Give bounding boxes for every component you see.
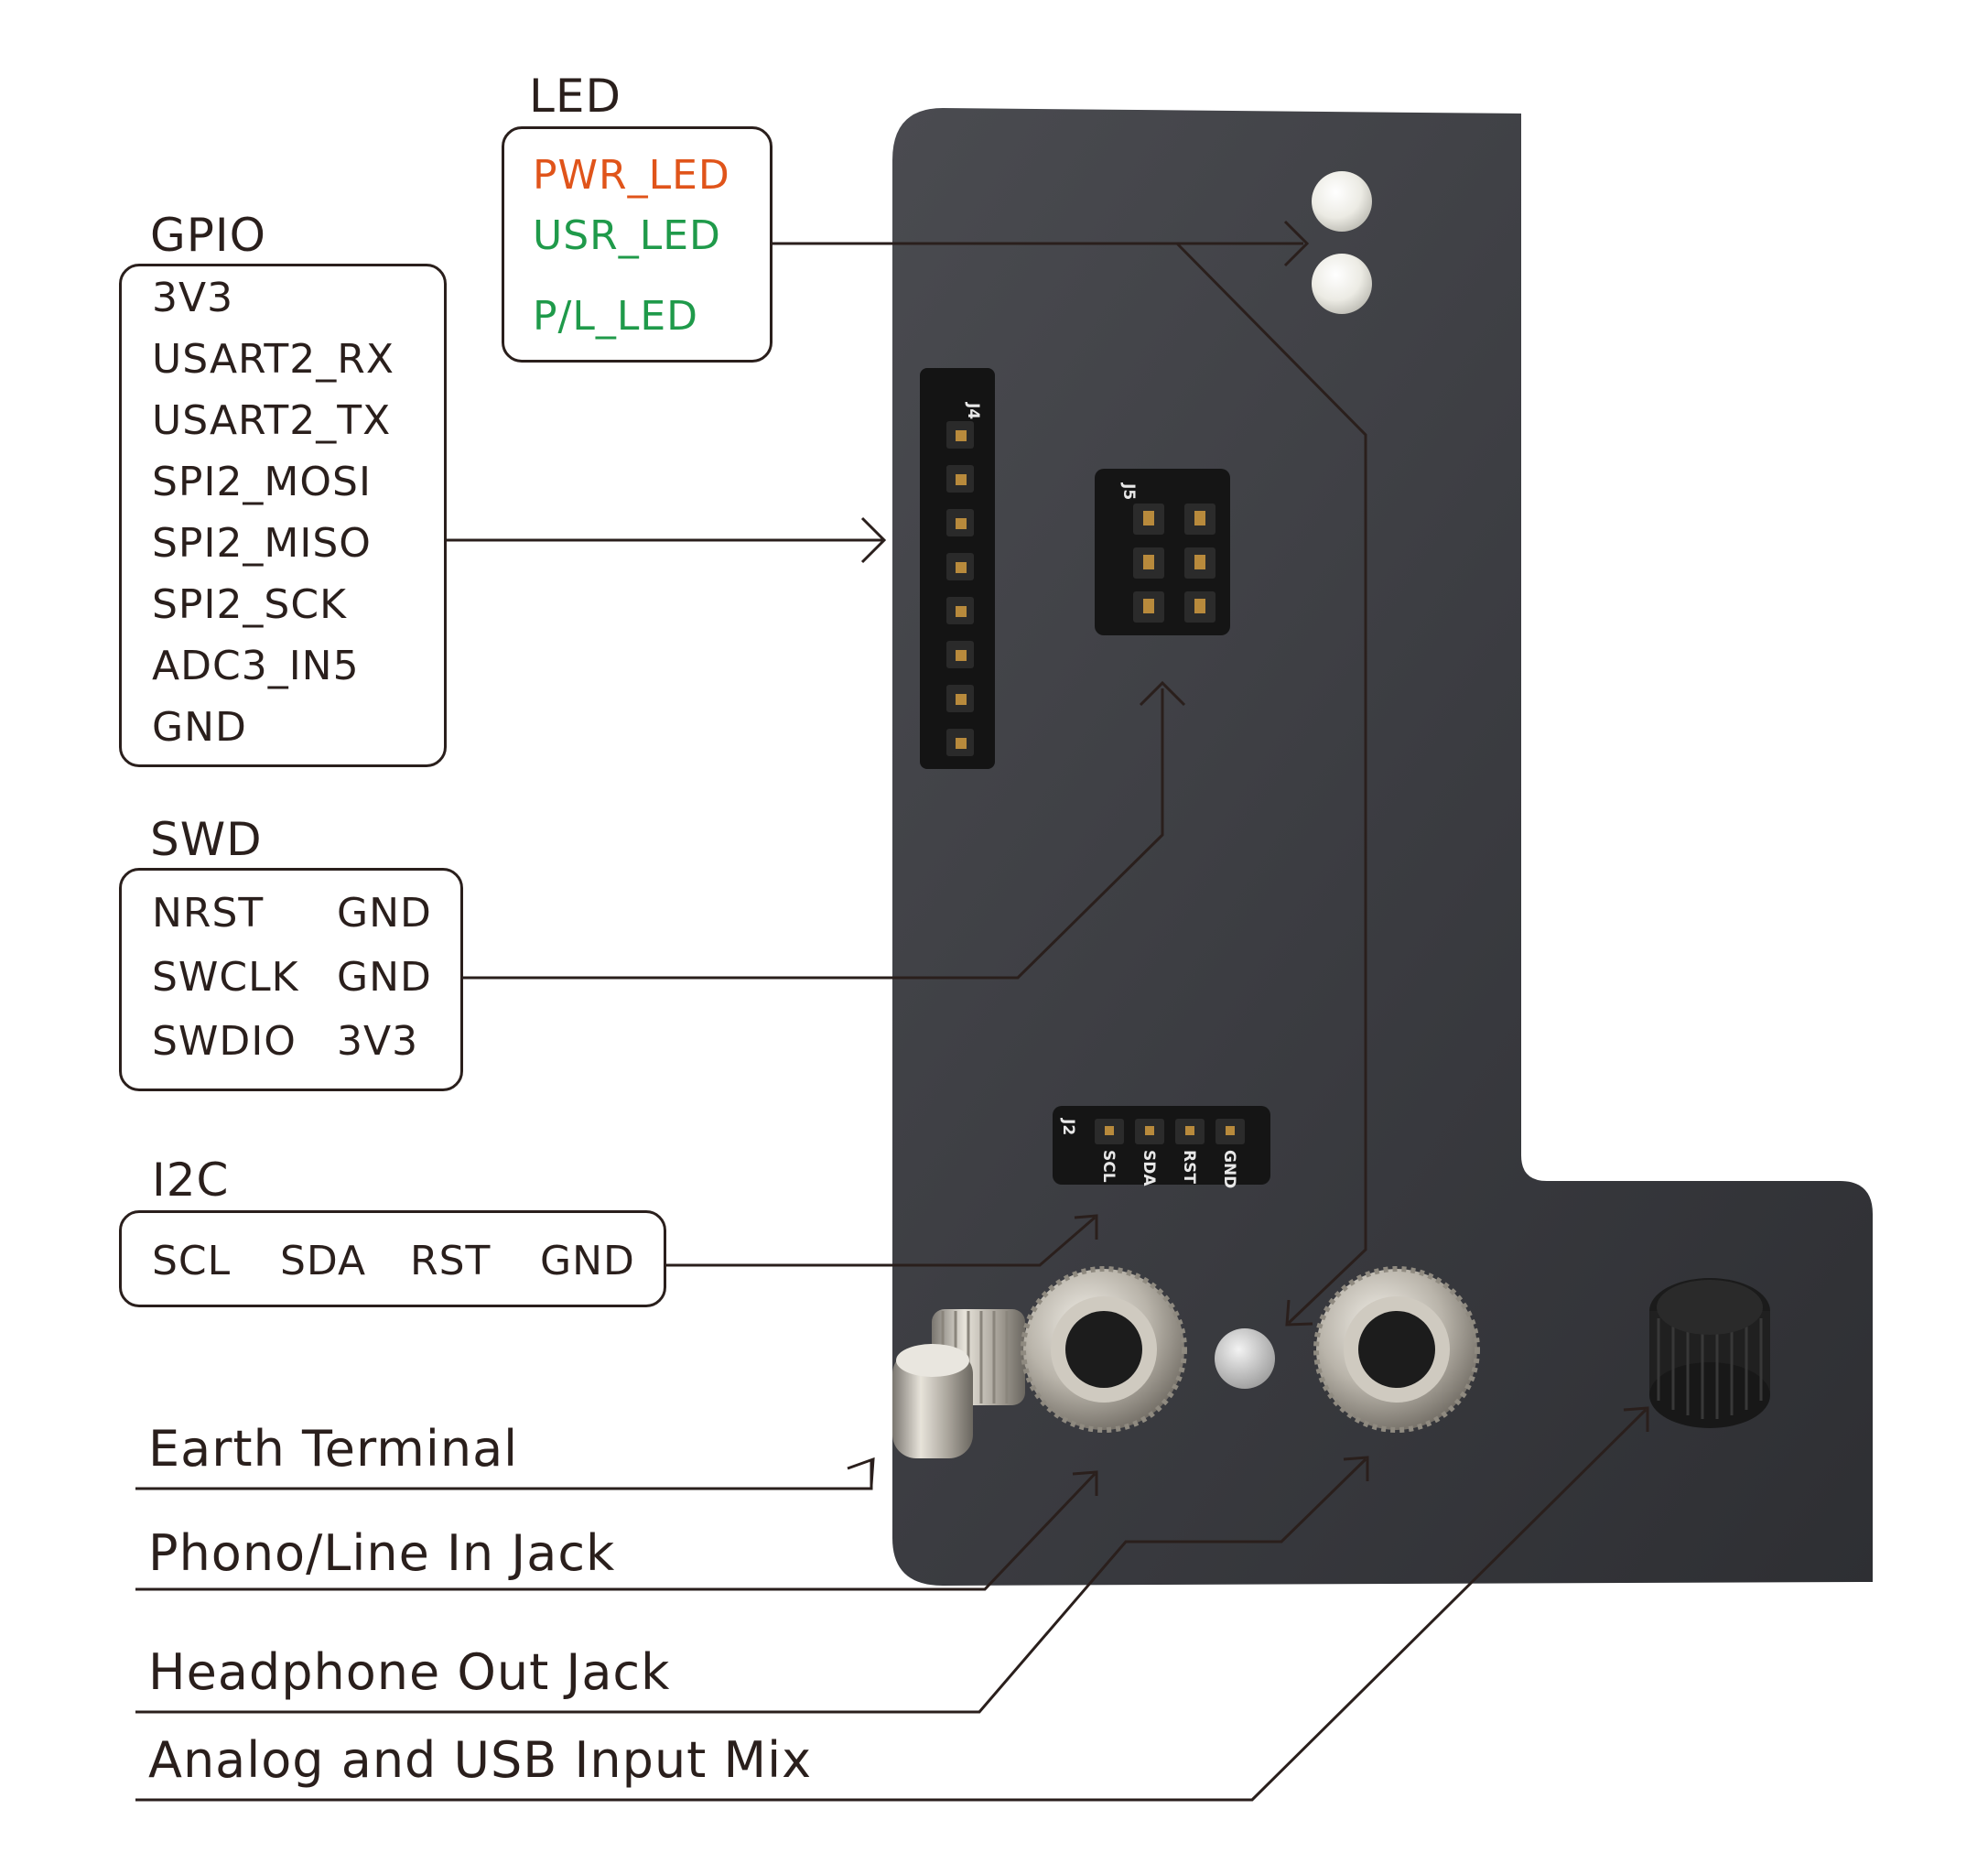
swd-pin: SWCLK <box>152 954 299 1001</box>
gpio-pin-contact <box>956 562 967 573</box>
i2c-pin: RST <box>410 1238 492 1284</box>
gpio-pin: GND <box>152 704 247 751</box>
phono-jack <box>1021 1266 1187 1433</box>
i2c-pin: SCL <box>152 1238 232 1284</box>
led-box <box>502 126 773 363</box>
gpio-title: GPIO <box>150 209 266 262</box>
swd-pin: GND <box>337 954 432 1001</box>
input-mix-label: Analog and USB Input Mix <box>148 1731 813 1789</box>
j5-silk: J5 <box>1119 482 1138 500</box>
pl-led-leader <box>1175 242 1367 1325</box>
gpio-pin: SPI2_MOSI <box>152 459 372 505</box>
i2c-arrowhead <box>1074 1214 1098 1240</box>
swd-box <box>119 868 463 1091</box>
led-pl-label: P/L_LED <box>533 293 699 340</box>
swd-arrowhead <box>1139 680 1186 707</box>
mix-arrowhead <box>1623 1406 1649 1432</box>
gpio-pin-contact <box>956 650 967 661</box>
headphone-jack <box>1313 1266 1480 1433</box>
gpio-arrowhead <box>860 516 887 564</box>
pl-led-arrowhead <box>1285 1299 1313 1327</box>
gpio-pin-contact <box>956 518 967 529</box>
swd-pin-contact <box>1194 555 1205 569</box>
gpio-pin: 3V3 <box>152 275 234 321</box>
swd-pin-contact <box>1143 555 1154 569</box>
i2c-pin-contact <box>1105 1126 1114 1135</box>
mix-leader <box>135 1408 1648 1802</box>
usr-led <box>1312 254 1372 314</box>
phono-jack-label: Phono/Line In Jack <box>148 1524 616 1582</box>
headphone-jack-label: Headphone Out Jack <box>148 1643 671 1701</box>
i2c-pin-contact <box>1145 1126 1154 1135</box>
i2c-leader <box>666 1216 1096 1267</box>
led-title: LED <box>529 70 621 123</box>
i2c-pin-contact <box>1226 1126 1235 1135</box>
gpio-pin: SPI2_MISO <box>152 520 372 567</box>
gpio-pin: USART2_TX <box>152 397 392 444</box>
gpio-pin: ADC3_IN5 <box>152 643 360 689</box>
swd-pin: GND <box>337 890 432 937</box>
j2-silk-label: GND <box>1220 1150 1238 1188</box>
gpio-header-pins <box>946 421 974 756</box>
j2-silk-label: SDA <box>1140 1150 1158 1186</box>
i2c-pin: GND <box>540 1238 635 1284</box>
j4-silk: J4 <box>964 402 982 419</box>
swd-header-pins <box>1133 504 1215 623</box>
phono-arrowhead <box>1072 1470 1098 1496</box>
earth-arrowhead <box>847 1457 875 1486</box>
mix-knob <box>1649 1278 1770 1428</box>
pl-led <box>1215 1328 1275 1389</box>
swd-pin-contact <box>1194 511 1205 525</box>
swd-pin: NRST <box>152 890 265 937</box>
gpio-pin-contact <box>956 606 967 617</box>
headphone-arrowhead <box>1343 1456 1369 1481</box>
swd-pin: SWDIO <box>152 1018 297 1065</box>
gpio-box <box>119 264 447 767</box>
j2-silk-label: RST <box>1180 1150 1198 1184</box>
gpio-pin: SPI2_SCK <box>152 581 347 628</box>
i2c-pin-contact <box>1185 1126 1194 1135</box>
swd-pin-contact <box>1143 511 1154 525</box>
j2-silk: J2 <box>1059 1118 1077 1135</box>
gpio-pin-contact <box>956 738 967 749</box>
swd-leader <box>463 688 1164 980</box>
led-arrowhead <box>1283 220 1310 267</box>
gpio-pin-contact <box>956 694 967 705</box>
headphone-leader <box>135 1457 1367 1714</box>
i2c-header-pins: SCL SDA RST GND <box>1095 1119 1245 1188</box>
gpio-pin-contact <box>956 474 967 485</box>
led-pwr-label: PWR_LED <box>533 152 730 199</box>
i2c-pin: SDA <box>280 1238 367 1284</box>
j2-silk-label: SCL <box>1099 1150 1118 1183</box>
gpio-pin: USART2_RX <box>152 336 395 383</box>
i2c-box <box>119 1210 666 1307</box>
swd-pin: 3V3 <box>337 1018 419 1065</box>
i2c-title: I2C <box>152 1154 230 1207</box>
swd-pin-contact <box>1143 599 1154 613</box>
earth-terminal <box>892 1309 1025 1458</box>
gpio-pin-contact <box>956 430 967 441</box>
pwr-led <box>1312 171 1372 232</box>
swd-title: SWD <box>150 813 263 866</box>
swd-pin-contact <box>1194 599 1205 613</box>
earth-terminal-label: Earth Terminal <box>148 1420 519 1478</box>
led-usr-label: USR_LED <box>533 212 721 259</box>
phono-leader <box>135 1472 1097 1591</box>
